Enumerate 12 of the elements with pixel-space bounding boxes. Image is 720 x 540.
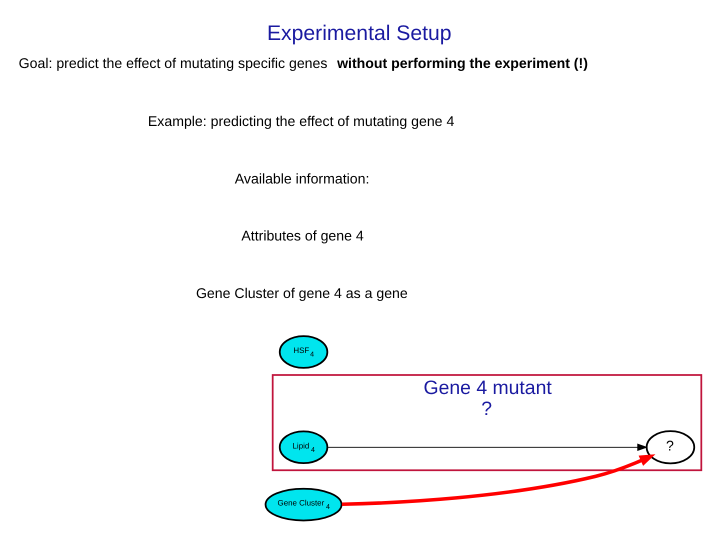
node-ellipse: Lipid$_{4}$ xyxy=(278,430,328,464)
label: Example: predicting the effect of mutating gene 4 xyxy=(148,113,454,130)
label: Goal: predict the effect of mutating specific genes without performing the experiment (!) xyxy=(18,54,588,71)
arrow xyxy=(327,444,648,451)
arrow xyxy=(342,454,656,506)
label: Attributes of gene 4 xyxy=(241,228,364,244)
label: Available information: xyxy=(234,170,370,186)
node-ellipse: HSF$_{4}$ xyxy=(278,335,328,369)
label: Gene Cluster of gene 4 as a gene xyxy=(196,285,408,302)
diagram-title: Experimental Setup xyxy=(266,22,452,45)
node-ellipse: ? xyxy=(646,430,696,464)
node-ellipse: Gene Cluster$_{4}$ xyxy=(264,488,342,522)
